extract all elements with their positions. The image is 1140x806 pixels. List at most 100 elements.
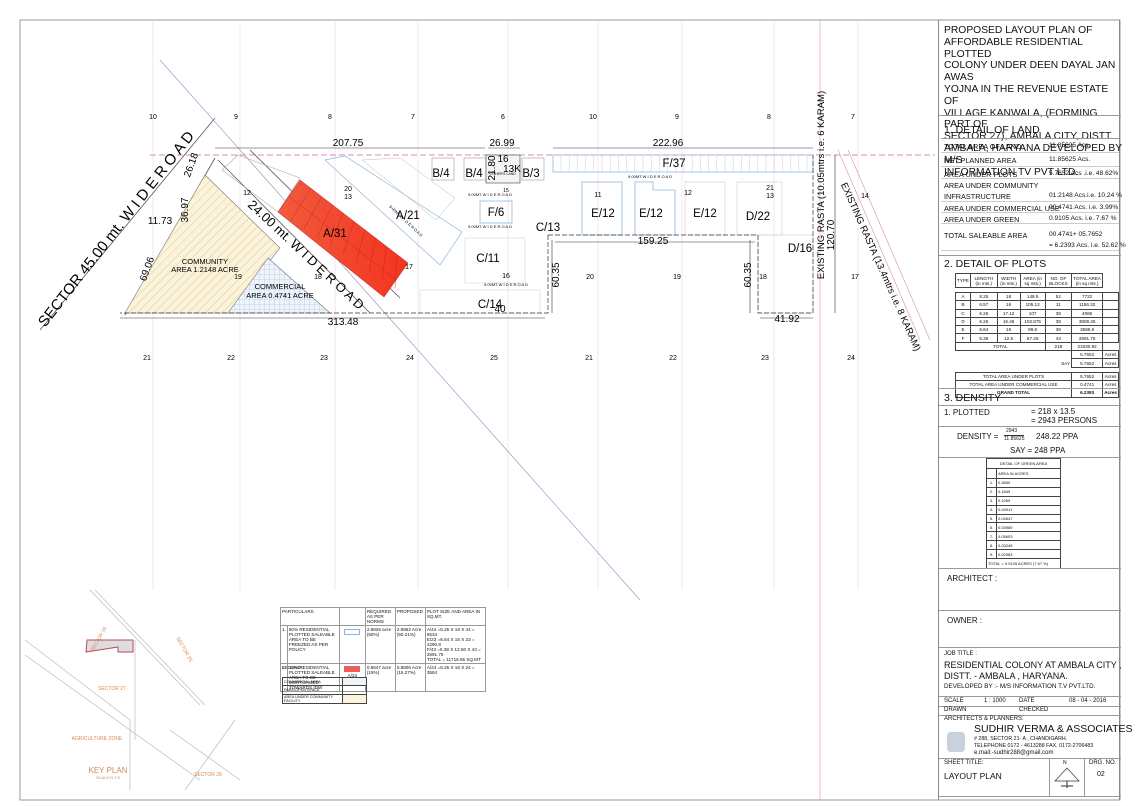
sector-number: 9	[675, 114, 679, 121]
plot-number: 16	[502, 273, 510, 280]
plot-number: 18	[759, 274, 767, 281]
firm-logo-icon	[947, 732, 965, 752]
dim-40: 40	[494, 304, 506, 315]
dim-26-18: 26.18	[182, 151, 201, 179]
sector-number: 7	[851, 114, 855, 121]
north-label: N	[1063, 760, 1067, 766]
keyplan-label: SECTOR 28	[194, 772, 222, 778]
block-label-f37: F/37	[662, 158, 685, 170]
block-a21	[324, 155, 463, 266]
unit: Acres	[1102, 388, 1119, 398]
plot-number: 15	[503, 188, 509, 194]
density-say: SAY = 248 PPA	[1010, 446, 1066, 455]
north-arrow-icon	[1054, 767, 1080, 788]
block-d22	[736, 181, 783, 236]
plot-number: 19	[673, 274, 681, 281]
density-eq2: = 2943 PERSONS	[1031, 416, 1098, 425]
block-label-b4: B/4	[465, 168, 483, 180]
summary-value: 5.7652	[1071, 371, 1104, 381]
road-label: 9.00MT W I D E R O A D	[484, 282, 528, 287]
block-label-a31: A/31	[323, 228, 347, 240]
header: PARTICULARS	[280, 607, 340, 626]
land-row-value: 11.85625 Acs.	[1049, 142, 1091, 149]
road-label: 9.00MT W I D E R O A D	[628, 174, 672, 179]
block-label-a21: A/21	[396, 210, 420, 222]
dim-41-92: 41.92	[774, 314, 799, 325]
plot-number: 17	[405, 264, 413, 271]
density-denominator: 11.85625	[1004, 435, 1025, 442]
plot-number: 21	[766, 185, 774, 192]
legend-label: LEGEND :	[282, 665, 304, 670]
total-label: TOTAL	[955, 341, 1046, 352]
say-acres: 5.7652	[1071, 358, 1104, 368]
road-label: 9.00MT W I D E R O A D	[468, 224, 512, 229]
job-title-line3: DEVELOPED BY :- M/S INFORMATION T.V PVT.…	[944, 683, 1096, 690]
dim-159-25: 159.25	[638, 236, 669, 247]
legend-table: COMMERCIAL AREA PARK/OPEN SPACE AREA UND…	[282, 676, 367, 704]
sector-number: 9	[234, 114, 238, 121]
land-row-value: 0.9105 Acs. i.e. 7.67 %	[1049, 215, 1117, 222]
plots-header: AREA (in sq mts.)	[1019, 273, 1046, 288]
drawn-label: DRAWN	[944, 707, 967, 713]
size: TOTAL = 11716.55 SQ.MT	[426, 657, 481, 662]
sector-number: 21	[143, 355, 151, 362]
job-title-line2: DISTT. - AMBALA , HARYANA.	[944, 671, 1068, 681]
drg-no-label: DRG. NO.	[1089, 760, 1117, 766]
commercial-label: COMMERCIAL	[255, 282, 306, 291]
sheet-border	[19, 19, 1121, 801]
dim-36-97: 36.97	[180, 197, 191, 222]
others-land-label: OTHER'S LAND	[490, 172, 516, 176]
others-land	[485, 154, 521, 184]
row-req: 0.8647 acre (15%)	[364, 663, 396, 692]
density-result: 248.22 PPA	[1036, 432, 1079, 441]
green-title: DETAIL OF GREEN AREA	[986, 458, 1061, 469]
community-label: COMMUNITY	[182, 257, 228, 266]
land-row-label: INFRASTRUCTURE	[944, 192, 1011, 201]
green-row: 1.0.3650	[986, 478, 1061, 488]
block-label-e12: E/12	[693, 208, 717, 220]
plot-number: 13	[766, 193, 774, 200]
sector-number: 8	[767, 114, 771, 121]
sector-number: 22	[669, 355, 677, 362]
sheet-title-label: SHEET TITLE:	[944, 760, 984, 766]
header: PROPOSED	[394, 607, 426, 626]
plots-header: WIDTH (in mts.)	[996, 273, 1021, 288]
date-value: 08 - 04 - 2016	[1069, 698, 1107, 704]
scale-value: 1 : 1000	[984, 698, 1006, 704]
sector-number: 8	[328, 114, 332, 121]
green-row: 9.0.02983	[986, 549, 1061, 560]
unit: Acres	[1102, 371, 1119, 381]
land-heading: 1. DETAIL OF LAND	[944, 124, 1040, 136]
sector-number: 25	[490, 355, 498, 362]
green-row: 8.0.03248	[986, 540, 1061, 551]
block-label-c13: C/13	[536, 222, 560, 234]
block-label-d22: D/22	[746, 211, 770, 223]
block-f6	[479, 200, 513, 224]
dim-207-75: 207.75	[333, 138, 364, 149]
plot-number: 19	[234, 274, 242, 281]
size: E/23 =6.64 X 15 X 23 = 2290.8	[426, 637, 475, 647]
dim-60-35-a: 60.35	[551, 262, 562, 287]
plots-header: TYPE	[955, 273, 971, 288]
sheet-title-value: LAYOUT PLAN	[944, 771, 1002, 781]
block-label-d16: D/16	[788, 243, 812, 255]
summary-value: 6.2393	[1071, 388, 1104, 398]
plot-number: 13	[344, 194, 352, 201]
size: F/43 =5.38 X 12.50 X 43 = 2891.75	[426, 647, 481, 657]
green-row: 4.0.04911	[986, 504, 1061, 515]
land-row-label: TOTAL SALEABLE AREA	[944, 231, 1028, 240]
green-row: 6.0.03989	[986, 522, 1061, 533]
plot-number: 20	[344, 186, 352, 193]
row-prop: 0.8806 Acre (15.27%)	[394, 663, 426, 692]
job-title-label: JOB TITLE :	[944, 651, 977, 657]
land-row-label: TOTAL AREA OF LAND	[944, 142, 1022, 151]
header: REQUIRED AS PER NORMS	[364, 607, 396, 626]
sector-number: 6	[501, 114, 505, 121]
